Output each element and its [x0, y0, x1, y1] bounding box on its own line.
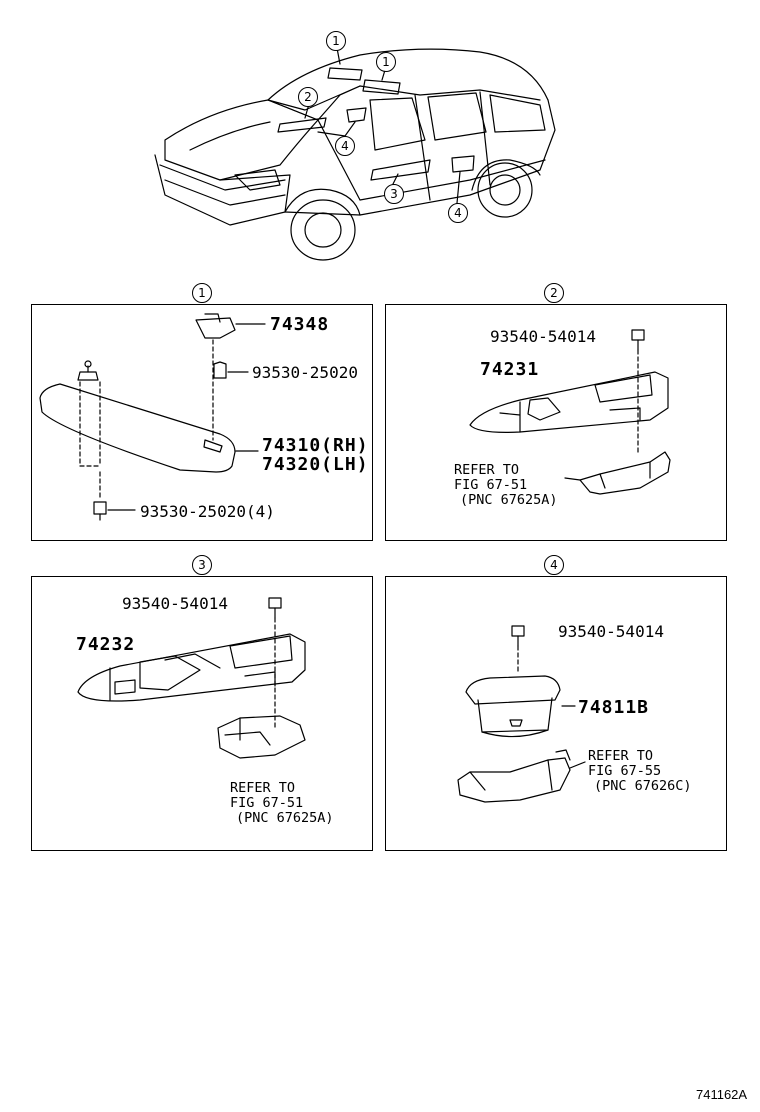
panel1-label-screw-top: 93530-25020 [252, 363, 358, 382]
panel3-drawing [77, 597, 306, 759]
panel4-refer-line1: REFER TO [588, 748, 654, 764]
panel3-number: 3 [192, 555, 212, 575]
panel3-refer-line2: FIG 67-51 [230, 795, 304, 811]
panel3-refer-line3: (PNC 67625A) [236, 810, 334, 826]
panel1-label-visor-rh: 74310(RH) [262, 435, 369, 456]
callout-2: 2 [298, 87, 318, 107]
panel4-frame [385, 576, 727, 851]
panel3-label-switch-base: 74232 [76, 634, 136, 655]
callout-4-rear: 4 [448, 203, 468, 223]
panel2-drawing [469, 329, 671, 495]
panel1-label-bracket: 74348 [270, 314, 330, 335]
panel1-number: 1 [192, 283, 212, 303]
callout-1-rear: 1 [376, 52, 396, 72]
panel4-refer-line3: (PNC 67626C) [594, 778, 692, 794]
panel2-refer-line1: REFER TO [454, 462, 520, 478]
panel4-refer-line2: FIG 67-55 [588, 763, 662, 779]
panel2-label-screw: 93540-54014 [490, 327, 596, 346]
figure-id: 741162A [696, 1087, 748, 1102]
panel4-label-screw: 93540-54014 [558, 622, 664, 641]
panel3-label-screw: 93540-54014 [122, 594, 228, 613]
panel4-label-pocket: 74811B [578, 697, 650, 718]
panel2-refer-line3: (PNC 67625A) [460, 492, 558, 508]
callout-4-front: 4 [335, 136, 355, 156]
panel3-refer-line1: REFER TO [230, 780, 296, 796]
panel4-drawing [457, 625, 586, 803]
panel1-label-screw-bottom: 93530-25020(4) [140, 502, 275, 521]
panel1-frame [31, 304, 373, 541]
callout-1-front: 1 [326, 31, 346, 51]
panel2-label-switch-base: 74231 [480, 359, 540, 380]
panel1-label-visor-lh: 74320(LH) [262, 454, 369, 475]
panel3-frame [31, 576, 373, 851]
panel4-number: 4 [544, 555, 564, 575]
panel2-frame [385, 304, 727, 541]
panel2-number: 2 [544, 283, 564, 303]
panel2-refer-line2: FIG 67-51 [454, 477, 528, 493]
callout-3: 3 [384, 184, 404, 204]
panel1-drawing [39, 313, 266, 521]
vehicle-illustration [154, 47, 556, 261]
